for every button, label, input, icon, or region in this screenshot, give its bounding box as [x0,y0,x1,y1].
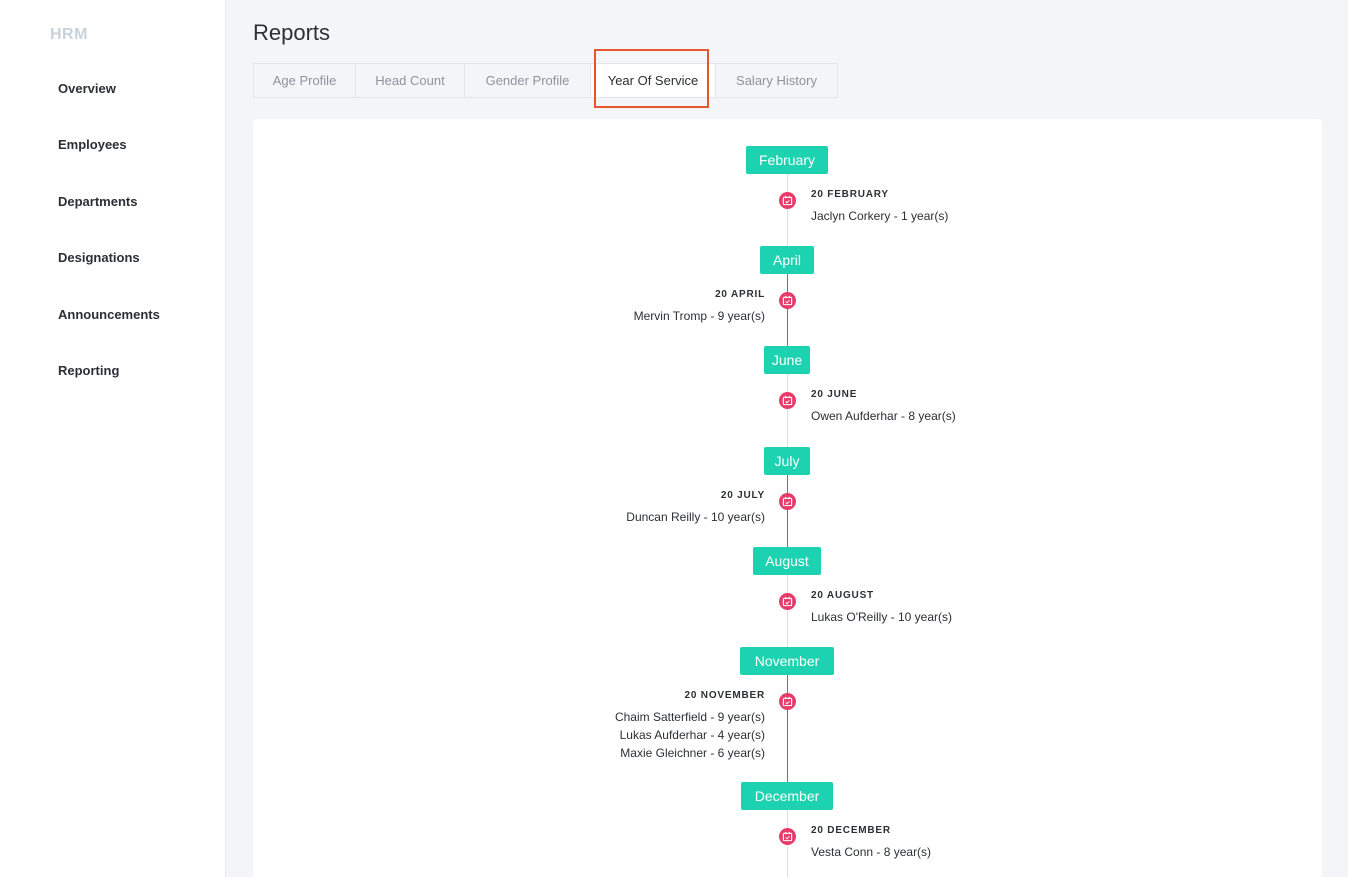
timeline-axis-segment [787,173,788,246]
calendar-check-icon [779,392,796,409]
sidebar: HRM Overview Employees Departments Desig… [0,0,226,877]
timeline-axis-segment [787,575,788,647]
calendar-check-icon [779,192,796,209]
timeline-entry: 20 JUNE Owen Aufderhar - 8 year(s) [811,388,956,425]
tab-gender-profile[interactable]: Gender Profile [465,64,591,97]
report-card: February 20 FEBRUARY Jaclyn Corkery - 1 ye… [253,119,1322,877]
month-badge: July [764,447,810,475]
entry-date: 20 FEBRUARY [811,189,889,200]
employee-service: Maxie Gleichner - 6 year(s) [620,746,765,760]
tab-year-of-service[interactable]: Year Of Service [591,64,716,97]
sidebar-item-designations[interactable]: Designations [58,250,140,265]
timeline-entry: 20 DECEMBER Vesta Conn - 8 year(s) [811,824,931,861]
calendar-check-icon [779,828,796,845]
employee-service: Chaim Satterfield - 9 year(s) [614,710,765,724]
timeline-axis-segment [787,374,788,447]
page-title: Reports [253,20,331,45]
sidebar-item-employees[interactable]: Employees [58,137,127,152]
calendar-check-icon [779,292,796,309]
main-content: Reports Age Profile Head Count Gender Pr… [226,0,1348,877]
timeline-entry: 20 APRIL Mervin Tromp - 9 year(s) [634,288,765,325]
month-badge: August [753,547,821,575]
month-badge: June [764,346,810,374]
entry-date: 20 JULY [720,490,765,501]
entry-date: 20 DECEMBER [811,825,891,836]
employee-service: Jaclyn Corkery - 1 year(s) [811,209,949,223]
entry-date: 20 AUGUST [811,590,874,601]
timeline-axis-segment [787,675,788,782]
brand-logo: HRM [50,26,88,43]
timeline-axis-segment [787,475,788,547]
tab-head-count[interactable]: Head Count [356,64,465,97]
entry-date: 20 APRIL [715,289,765,300]
employee-service: Lukas Aufderhar - 4 year(s) [619,728,765,742]
entry-date: 20 NOVEMBER [684,690,765,701]
employee-service: Owen Aufderhar - 8 year(s) [811,409,956,423]
calendar-check-icon [779,493,796,510]
calendar-check-icon [779,693,796,710]
sidebar-item-overview[interactable]: Overview [58,81,116,96]
sidebar-item-reporting[interactable]: Reporting [58,363,120,378]
timeline-entry: 20 AUGUST Lukas O'Reilly - 10 year(s) [811,589,952,626]
sidebar-item-departments[interactable]: Departments [58,194,138,209]
tab-salary-history[interactable]: Salary History [736,73,817,88]
employee-service: Duncan Reilly - 10 year(s) [626,510,765,524]
timeline-axis-segment [787,274,788,346]
employee-service: Mervin Tromp - 9 year(s) [633,309,765,323]
entry-date: 20 JUNE [811,389,858,400]
sidebar-item-announcements[interactable]: Announcements [58,307,160,322]
service-timeline: February 20 FEBRUARY Jaclyn Corkery - 1 ye… [253,119,1322,877]
month-badge: November [740,647,834,675]
month-badge: April [760,246,814,274]
month-badge: February [746,146,828,174]
report-tabs: Age Profile Head Count Gender Profile Ye… [253,63,838,98]
timeline-entry: 20 FEBRUARY Jaclyn Corkery - 1 year(s) [811,188,948,225]
tab-age-profile[interactable]: Age Profile [254,64,356,97]
timeline-entry: 20 NOVEMBER Chaim Satterfield - 9 year(s)… [615,689,765,762]
timeline-entry: 20 JULY Duncan Reilly - 10 year(s) [626,489,765,526]
calendar-check-icon [779,593,796,610]
employee-service: Vesta Conn - 8 year(s) [811,845,932,859]
employee-service: Lukas O'Reilly - 10 year(s) [811,610,952,624]
month-badge: December [741,782,833,810]
